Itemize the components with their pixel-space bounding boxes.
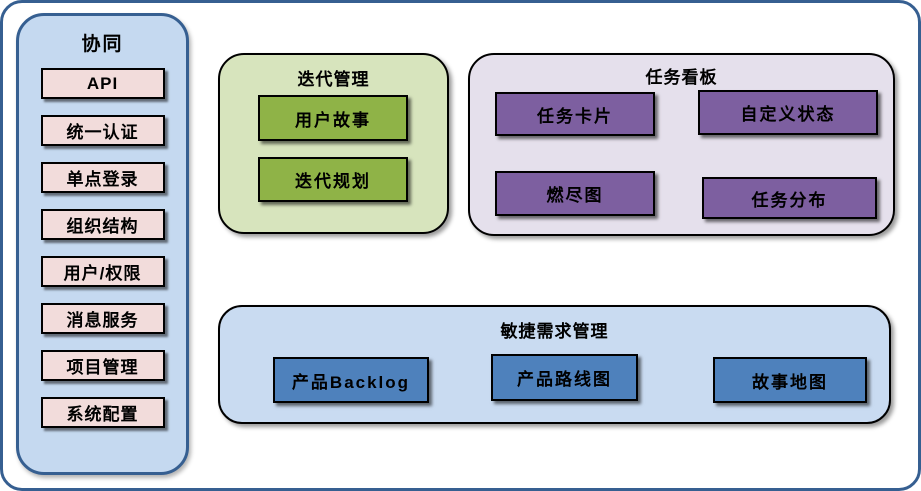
node-task-card: 任务卡片: [495, 92, 655, 136]
sidebar-item-api: API: [40, 68, 165, 99]
sidebar-item-message-service: 消息服务: [40, 303, 165, 334]
task-board-panel: 任务看板 任务卡片 自定义状态 燃尽图 任务分布: [468, 53, 895, 236]
sidebar-title: 协同: [81, 34, 124, 55]
iteration-management-panel: 迭代管理 用户故事 迭代规划: [218, 53, 449, 234]
sidebar-item-user-permissions: 用户/权限: [40, 256, 165, 287]
node-product-roadmap: 产品路线图: [491, 354, 638, 401]
node-custom-status: 自定义状态: [698, 90, 878, 135]
sidebar-item-system-config: 系统配置: [40, 397, 165, 428]
node-burndown-chart: 燃尽图: [495, 171, 655, 216]
collaboration-sidebar-panel: 协同 API 统一认证 单点登录 组织结构 用户/权限 消息服务 项目管理 系统…: [16, 13, 189, 475]
node-task-distribution: 任务分布: [702, 177, 877, 219]
taskboard-panel-title: 任务看板: [645, 68, 718, 87]
sidebar-item-unified-auth: 统一认证: [40, 115, 165, 146]
sidebar-item-sso: 单点登录: [40, 162, 165, 193]
node-iteration-planning: 迭代规划: [258, 157, 408, 202]
node-product-backlog: 产品Backlog: [273, 357, 429, 403]
agile-requirements-panel: 敏捷需求管理 产品Backlog 产品路线图 故事地图: [218, 305, 891, 424]
sidebar-item-org-structure: 组织结构: [40, 209, 165, 240]
requirements-panel-title: 敏捷需求管理: [500, 322, 609, 341]
iteration-panel-title: 迭代管理: [297, 70, 370, 89]
node-user-story: 用户故事: [258, 95, 408, 141]
node-story-map: 故事地图: [713, 357, 867, 403]
sidebar-item-project-management: 项目管理: [40, 350, 165, 381]
